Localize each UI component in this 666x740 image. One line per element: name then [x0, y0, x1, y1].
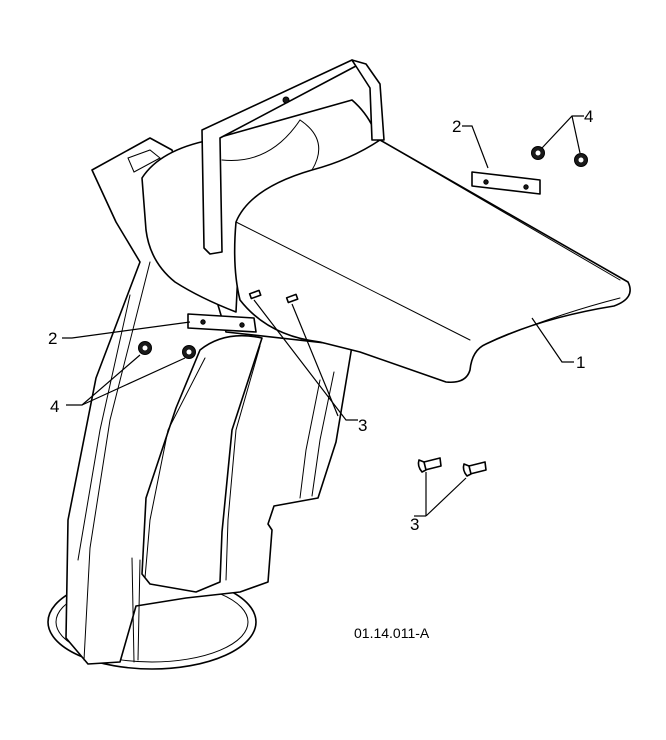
hood-hole-right [285, 293, 299, 304]
callout-2-lower: 2 [48, 329, 57, 348]
figure-code: 01.14.011-A [354, 625, 430, 641]
strap-hole [282, 96, 290, 104]
nuts-lower [138, 341, 196, 359]
strap-bracket [201, 59, 385, 255]
deflector-hood [141, 99, 631, 384]
plate-upper [471, 171, 541, 195]
callout-1: 1 [576, 353, 585, 372]
callout-2-upper: 2 [452, 117, 461, 136]
callout-3-hood: 3 [358, 416, 367, 435]
callout-3-bolts: 3 [410, 515, 419, 534]
callout-4-lower: 4 [50, 397, 59, 416]
nuts-upper [531, 146, 588, 167]
bolts [417, 457, 487, 477]
hood-hole-left [248, 289, 262, 300]
callout-4-upper: 4 [584, 107, 593, 126]
plate-lower [187, 313, 257, 333]
strap-right-leg [351, 59, 385, 141]
callout-labels: 1 2 2 3 3 4 4 [48, 107, 593, 534]
leader-lines [62, 115, 584, 517]
lower-chute [47, 137, 353, 670]
